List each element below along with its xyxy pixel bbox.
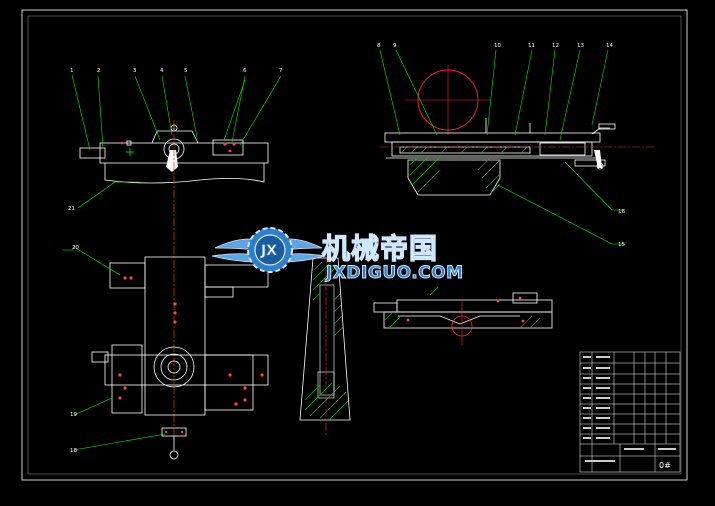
callout-14: 14 (606, 43, 613, 49)
title-block-fill-marks (583, 356, 676, 462)
callout-1: 1 (70, 68, 74, 74)
callout-19: 19 (70, 412, 77, 418)
bottom-left-plan-view (91, 256, 269, 460)
callout-9: 9 (393, 43, 397, 49)
callout-13: 13 (577, 43, 584, 49)
watermark-chinese: 机械帝国 (322, 232, 438, 265)
callout-11: 11 (528, 43, 535, 49)
callout-15: 15 (618, 242, 625, 248)
callout-20: 20 (72, 245, 79, 251)
leader-lines (62, 49, 625, 451)
middle-column-section (299, 255, 351, 435)
callout-labels: 1 2 3 4 5 6 7 8 9 10 11 12 13 14 15 16 1… (68, 43, 625, 454)
callout-21: 21 (68, 206, 75, 212)
callout-18: 18 (70, 448, 77, 454)
callout-4: 4 (160, 68, 164, 74)
gear-wings-logo-icon: JX (211, 227, 326, 273)
sheet-size-label: 0# (659, 461, 671, 470)
watermark-url: JXDIGUO.COM (325, 263, 464, 283)
sheet-border (21, 9, 688, 481)
title-block (579, 351, 681, 473)
top-right-section-view (380, 65, 655, 196)
callout-10: 10 (494, 43, 501, 49)
callout-3: 3 (133, 68, 137, 74)
watermark: JX 机械帝国 JXDIGUO.COM (211, 227, 464, 283)
middle-right-view (373, 286, 553, 345)
callout-5: 5 (184, 68, 188, 74)
callout-7: 7 (279, 68, 283, 74)
callout-6: 6 (243, 68, 247, 74)
callout-16: 16 (618, 209, 625, 215)
logo-letters: JX (260, 243, 277, 259)
callout-8: 8 (377, 43, 381, 49)
callout-2: 2 (97, 68, 101, 74)
callout-12: 12 (552, 43, 559, 49)
